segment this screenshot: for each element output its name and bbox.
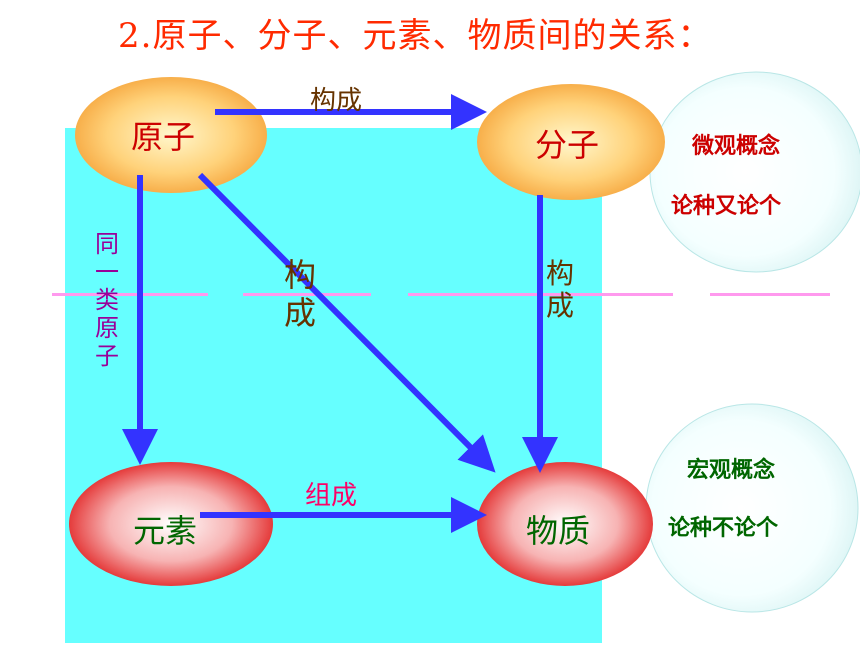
- atom-label: 原子: [131, 118, 196, 156]
- relation-label-atom-substance: 构成: [283, 256, 316, 332]
- micro-note-circle: [649, 71, 860, 273]
- relation-label-molecule-substance: 构成: [545, 257, 574, 322]
- element-node: [69, 462, 273, 586]
- substance-node: [477, 462, 653, 586]
- arrow-atom-to-substance: [197, 172, 496, 473]
- macro-concept-text: 宏观概念: [687, 458, 776, 483]
- page-title: 2.原子、分子、元素、物质间的关系：: [118, 16, 713, 56]
- element-label: 元素: [133, 512, 198, 550]
- substance-label: 物质: [526, 512, 591, 550]
- micro-count-text: 论种又论个: [671, 194, 782, 219]
- macro-note-circle: [645, 403, 859, 613]
- divider-segment: [243, 293, 371, 296]
- divider-segment: [710, 293, 830, 296]
- relation-label-atom-element: 同一类原子: [95, 230, 119, 370]
- micro-concept-text: 微观概念: [692, 134, 781, 159]
- molecule-label: 分子: [535, 126, 600, 164]
- relation-label-atom-molecule: 构成: [310, 86, 363, 116]
- macro-count-text: 论种不论个: [668, 516, 779, 541]
- relation-label-element-substance: 组成: [305, 481, 358, 511]
- divider-segment: [52, 293, 208, 296]
- atom-node: [75, 77, 267, 193]
- molecule-node: [477, 84, 665, 200]
